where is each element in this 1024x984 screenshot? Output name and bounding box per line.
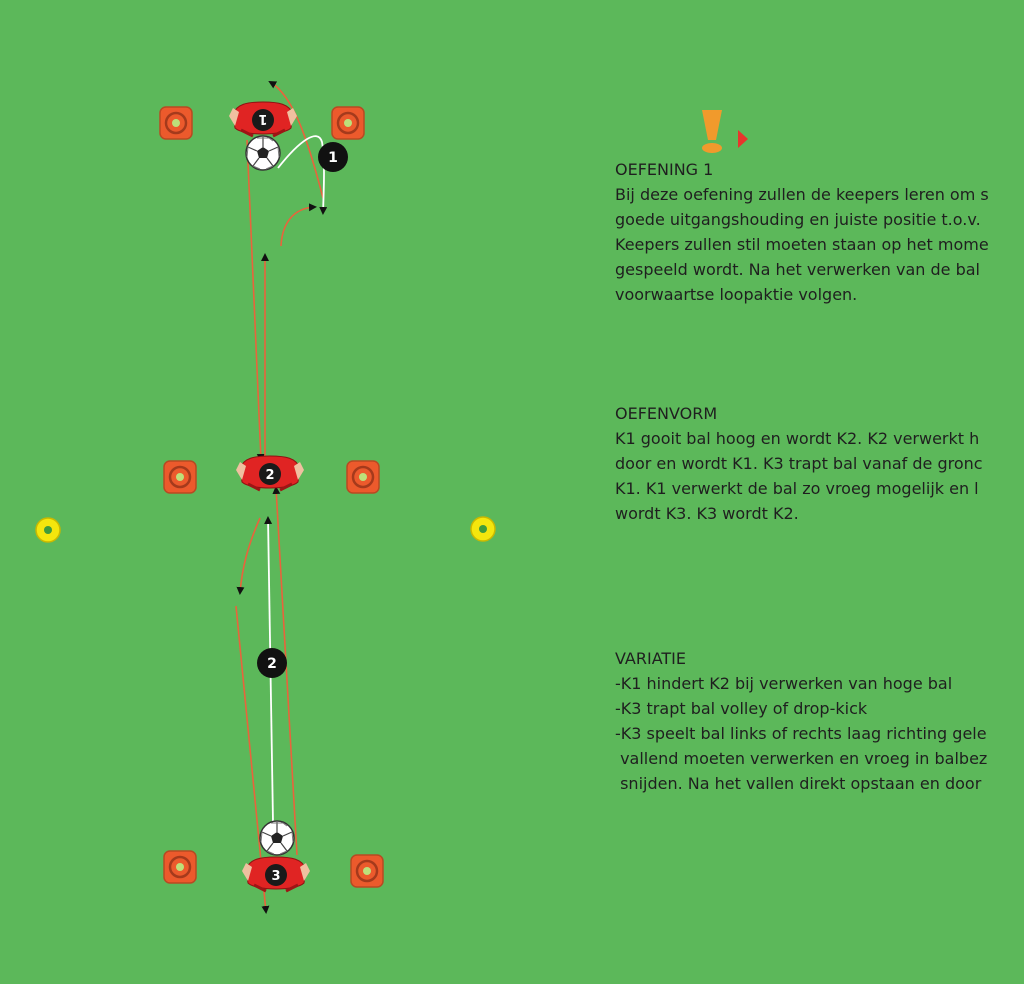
movement-paths xyxy=(235,81,324,914)
play-arrow-icon xyxy=(738,130,748,148)
section-oefenvorm-line: K1. K1 verwerkt de bal zo vroeg mogelijk… xyxy=(615,479,979,498)
action-label-1-text: 1 xyxy=(328,150,338,166)
section-oefenvorm-line: K1 gooit bal hoog en wordt K2. K2 verwer… xyxy=(615,429,980,448)
section-oefening-line: Bij deze oefening zullen de keepers lere… xyxy=(615,185,989,204)
keeper-k2-number: 2 xyxy=(265,468,274,483)
keeper-k1: 1 xyxy=(227,100,299,138)
section-variatie-line: -K1 hindert K2 bij verwerken van hoge ba… xyxy=(615,674,953,693)
cone-top-right xyxy=(330,105,366,141)
section-oefening-title: OEFENING 1 xyxy=(615,160,714,179)
keeper-k1-number: 1 xyxy=(258,111,267,126)
section-variatie-line: -K3 speelt bal links of rechts laag rich… xyxy=(615,724,987,743)
soccer-ball-icon xyxy=(259,820,295,856)
path-k3-up xyxy=(272,486,298,856)
section-oefenvorm: OEFENVORM K1 gooit bal hoog en wordt K2.… xyxy=(615,401,983,526)
yellow-marker-left xyxy=(35,517,61,543)
ball-path-throw xyxy=(277,135,328,215)
keeper-k2: 2 xyxy=(234,454,306,492)
keeper-k3-number: 3 xyxy=(271,869,280,884)
section-oefenvorm-line: door en wordt K1. K3 trapt bal vanaf de … xyxy=(615,454,983,473)
section-variatie-line: vallend moeten verwerken en vroeg in bal… xyxy=(615,749,988,768)
soccer-ball-icon xyxy=(245,135,281,171)
action-label-1: 1 xyxy=(318,142,348,172)
cone-bottom-left xyxy=(162,849,198,885)
path-k1-top-curve xyxy=(268,81,324,199)
cone-middle-left xyxy=(162,459,198,495)
section-oefening-line: voorwaartse loopaktie volgen. xyxy=(615,285,858,304)
cone-top-left xyxy=(158,105,194,141)
section-oefening-line: gespeeld wordt. Na het verwerken van de … xyxy=(615,260,980,279)
path-k1-down xyxy=(246,139,265,462)
action-label-2-text: 2 xyxy=(267,656,277,672)
section-oefening-line: goede uitgangshouding en juiste positie … xyxy=(615,210,981,229)
path-k2-curve-down xyxy=(236,517,261,595)
section-oefening-line: Keepers zullen stil moeten staan op het … xyxy=(615,235,989,254)
exclamation-icon xyxy=(702,110,748,153)
action-label-2: 2 xyxy=(257,648,287,678)
section-variatie: VARIATIE -K1 hindert K2 bij verwerken va… xyxy=(615,646,987,796)
section-oefenvorm-title: OEFENVORM xyxy=(615,404,718,423)
cone-bottom-right xyxy=(349,853,385,889)
path-k2-curve-up xyxy=(280,203,317,247)
section-variatie-line: -K3 trapt bal volley of drop-kick xyxy=(615,699,868,718)
section-oefening: OEFENING 1 Bij deze oefening zullen de k… xyxy=(615,157,989,307)
cone-middle-right xyxy=(345,459,381,495)
section-oefenvorm-line: wordt K3. K3 wordt K2. xyxy=(615,504,799,523)
section-variatie-title: VARIATIE xyxy=(615,649,687,668)
section-variatie-line: snijden. Na het vallen direkt opstaan en… xyxy=(615,774,982,793)
keeper-k3: 3 xyxy=(240,855,312,893)
yellow-marker-right xyxy=(470,516,496,542)
